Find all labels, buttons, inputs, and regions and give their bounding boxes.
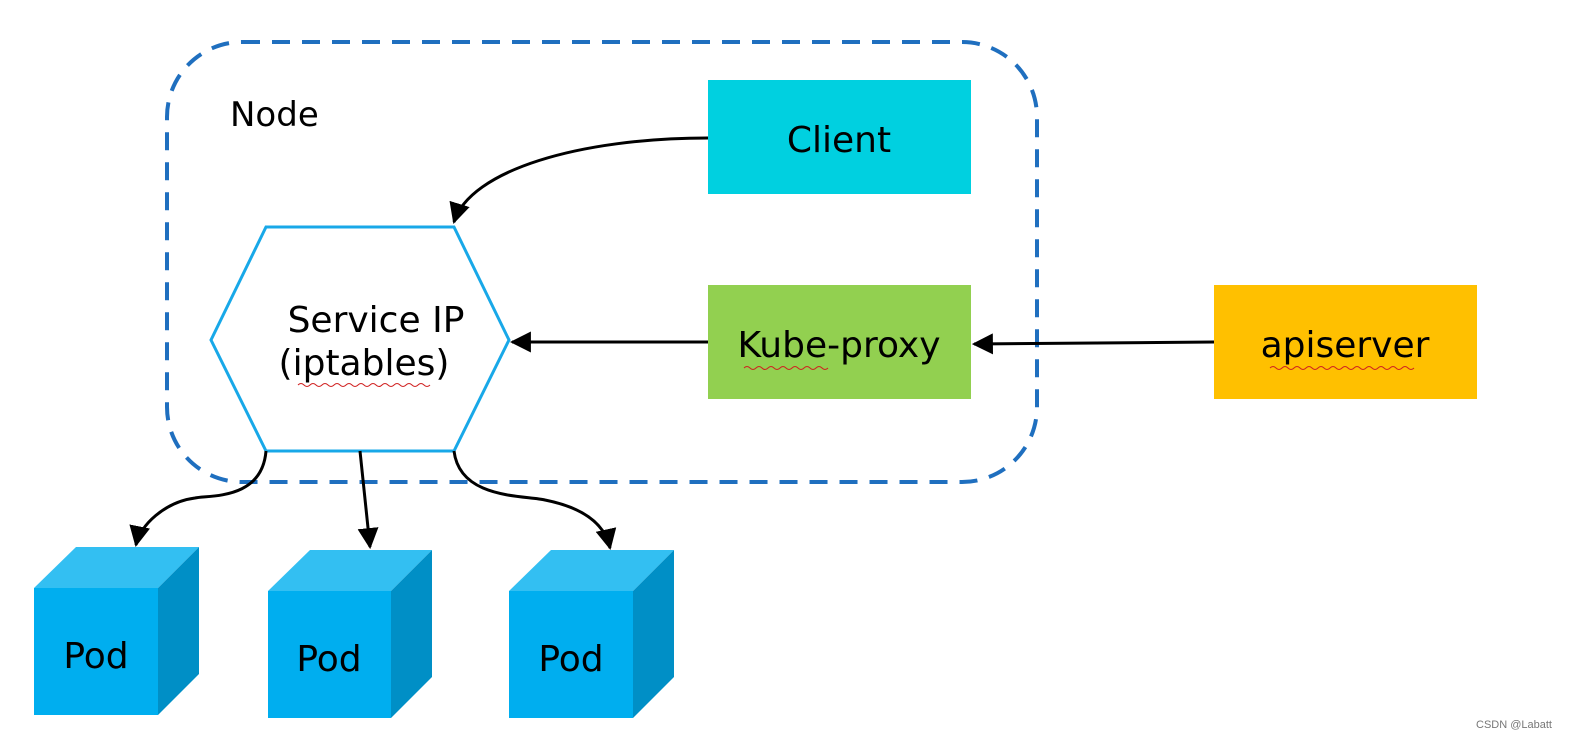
client-box [708, 80, 971, 194]
kube-proxy-box [708, 285, 971, 399]
service-iptables-label: (iptables) [279, 343, 450, 384]
kube-proxy-spellcheck-underline [743, 366, 829, 370]
kube-proxy-label: Kube-proxy [737, 325, 940, 366]
pod-cube-side [158, 547, 199, 715]
iptables-spellcheck-underline [297, 383, 431, 387]
client-label: Client [787, 120, 891, 161]
pod-label: Pod [63, 636, 128, 677]
pod-cube-front [268, 591, 391, 718]
pod-cube-3: Pod [509, 550, 674, 718]
csdn-watermark: CSDN @Labatt [1476, 719, 1552, 731]
apiserver-to-kube-proxy-arrow [971, 333, 1215, 355]
node-boundary [165, 40, 1039, 484]
service-ip-label: Service IP [288, 300, 465, 341]
client-to-service-arrow [449, 136, 709, 225]
pod-cube-side [391, 550, 432, 718]
service-to-pod-3-arrow [452, 450, 617, 551]
apiserver-spellcheck-underline [1269, 366, 1415, 370]
apiserver-box [1214, 285, 1477, 399]
pod-label: Pod [296, 639, 361, 680]
service-to-pod-2-arrow [357, 450, 379, 550]
pod-cube-1: Pod [34, 547, 199, 715]
apiserver-label: apiserver [1261, 325, 1430, 366]
pod-cube-top [268, 550, 432, 591]
pod-cube-2: Pod [268, 550, 432, 718]
pod-cube-side [633, 550, 674, 718]
node-label: Node [230, 95, 319, 135]
pod-cube-front [509, 591, 633, 718]
pod-cube-top [34, 547, 199, 588]
pod-cube-top [509, 550, 674, 591]
pod-label: Pod [538, 639, 603, 680]
service-to-pod-1-arrow [129, 450, 268, 548]
pod-cube-front [34, 588, 158, 715]
